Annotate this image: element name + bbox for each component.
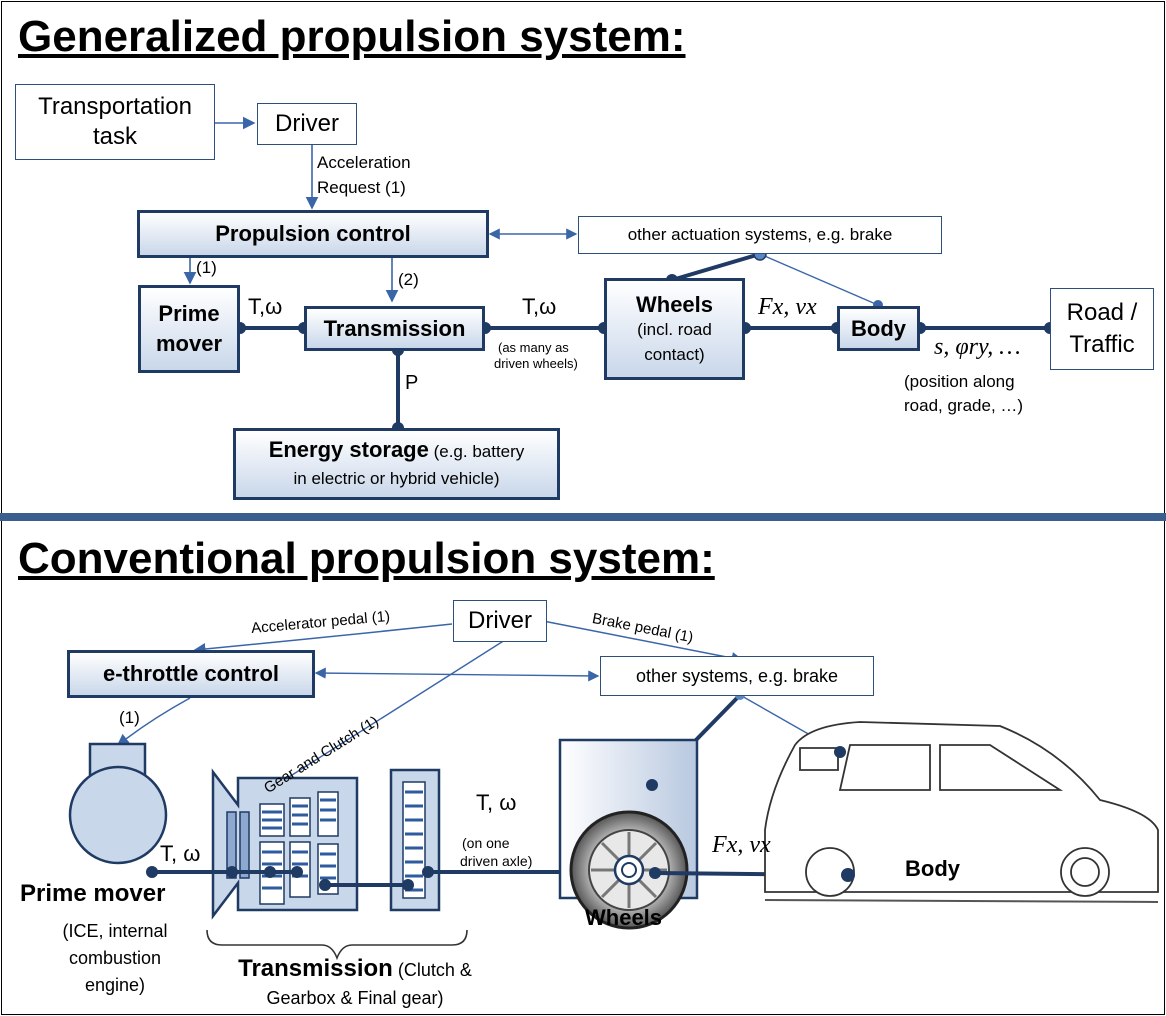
t-omega-1-bottom: T, ω [160, 841, 201, 866]
transmission-desc: Transmission (Clutch & Gearbox & Final g… [205, 955, 505, 1012]
wheels-title-top: Wheels [635, 291, 714, 317]
panel-separator [0, 513, 1166, 521]
top-title: Generalized propulsion system: [18, 12, 686, 61]
prime-mover-line2: mover [155, 331, 223, 356]
prime-mover-line1: Prime [158, 301, 220, 326]
energy-storage-box: Energy storage (e.g. battery in electric… [233, 428, 560, 500]
transportation-task-box: Transportation task [15, 84, 215, 160]
one-axle-line2: driven axle) [460, 853, 533, 869]
prime-mover-label-bottom: Prime mover [20, 880, 166, 907]
label-1-bottom: (1) [119, 708, 140, 727]
propulsion-control-label: Propulsion control [215, 221, 411, 246]
transportation-task-label: Transportation task [38, 93, 192, 150]
road-traffic-box: Road / Traffic [1050, 288, 1154, 370]
prime-mover-box: Prime mover [138, 285, 240, 373]
transmission-box-top: Transmission [304, 306, 485, 351]
propulsion-control-box: Propulsion control [137, 210, 489, 258]
position-line2: road, grade, …) [904, 396, 1024, 415]
accel-request-line1: Acceleration [317, 153, 411, 172]
label-1-top: (1) [196, 258, 217, 277]
e-throttle-label: e-throttle control [103, 661, 279, 686]
other-systems-label: other systems, e.g. brake [635, 665, 839, 686]
road-line1: Road / [1066, 299, 1138, 326]
other-actuation-box: other actuation systems, e.g. brake [578, 216, 942, 254]
one-axle-line1: (on one [462, 835, 510, 851]
wheels-box-top: Wheels (incl. road contact) [604, 278, 745, 380]
pm-sub1: (ICE, internal [62, 921, 168, 941]
road-line2: Traffic [1069, 331, 1135, 358]
driver-box-bottom: Driver [453, 600, 547, 642]
body-label-top: Body [851, 315, 906, 341]
energy-rest1: (e.g. battery [428, 442, 525, 461]
p-label: P [405, 372, 419, 394]
wheels-sub2: contact) [644, 344, 705, 364]
pm-sub3: engine) [84, 975, 146, 995]
fx-vx-bottom: Fx, vx [712, 832, 771, 858]
accel-request-line2: Request (1) [317, 178, 406, 197]
s-phi-label: s, φry, … [934, 334, 1021, 360]
transmission-label-top: Transmission [323, 315, 466, 341]
energy-title: Energy storage [268, 437, 429, 462]
transmission-title-bottom: Transmission [238, 955, 393, 982]
e-throttle-control-box: e-throttle control [67, 650, 315, 698]
prime-mover-desc: (ICE, internal combustion engine) [15, 918, 215, 999]
energy-rest2: in electric or hybrid vehicle) [293, 469, 500, 488]
driver-label-bottom: Driver [468, 607, 532, 634]
t-omega-2-bottom: T, ω [476, 790, 517, 815]
many-wheels-line2: driven wheels) [494, 356, 578, 371]
other-actuation-label: other actuation systems, e.g. brake [627, 225, 893, 244]
transmission-rest1: (Clutch & [392, 960, 472, 980]
driver-box-top: Driver [257, 103, 357, 145]
wheels-label-bottom: Wheels [585, 905, 663, 930]
driver-label-top: Driver [275, 110, 339, 137]
transmission-rest2: Gearbox & Final gear) [266, 988, 444, 1008]
many-wheels-line1: (as many as [498, 340, 569, 355]
t-omega-2-top: T,ω [522, 294, 557, 319]
position-line1: (position along [904, 372, 1015, 391]
other-systems-box: other systems, e.g. brake [600, 656, 874, 696]
fx-vx-top: Fx, vx [758, 294, 817, 320]
body-label-bottom: Body [905, 856, 960, 881]
label-2-top: (2) [398, 270, 419, 289]
bottom-title: Conventional propulsion system: [18, 534, 715, 583]
wheels-sub1: (incl. road [637, 319, 712, 339]
body-box-top: Body [837, 306, 920, 351]
pm-sub2: combustion [68, 948, 162, 968]
t-omega-1-top: T,ω [248, 294, 283, 319]
